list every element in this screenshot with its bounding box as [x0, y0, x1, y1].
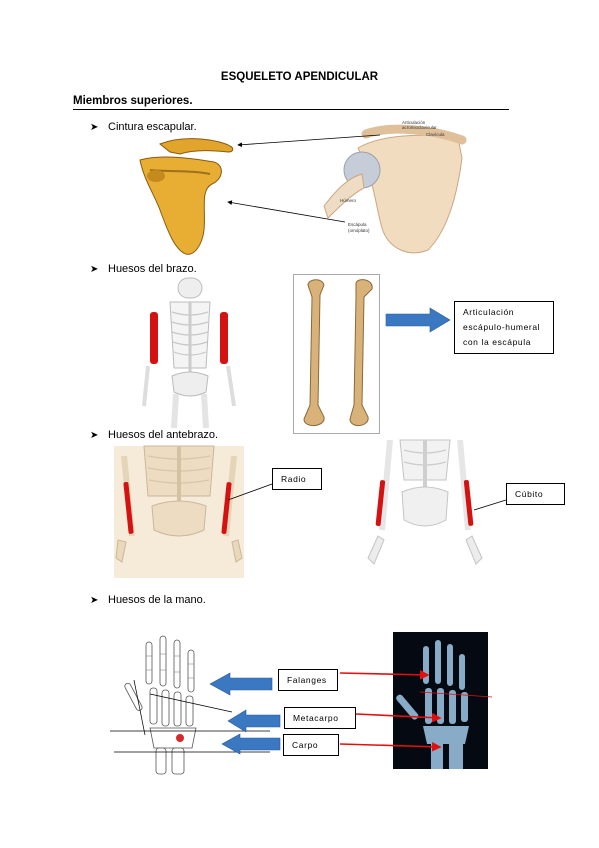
forearm-radius-image [114, 445, 244, 578]
section-heading: Miembros superiores. [73, 95, 193, 107]
label-escapula: Escápula [348, 222, 367, 227]
blue-arrow-metacarpo [227, 709, 281, 733]
carpal-bone-highlight [176, 734, 184, 742]
humerus-bones-image [303, 279, 373, 426]
callout-carpo: Carpo [283, 734, 339, 756]
bullet-cintura-escapular: ➤Cintura escapular. [90, 121, 197, 133]
humerus-right-highlight [220, 312, 228, 364]
forearm-ulna-image [367, 439, 483, 565]
arrow-bullet-icon: ➤ [90, 430, 99, 441]
callout-articulacion: Articulación escápulo-humeral con la esc… [454, 301, 554, 354]
shoulder-joint-diagram: Articulación acromioclavicular Clavícula… [323, 120, 467, 254]
blue-arrow-falanges [209, 672, 273, 696]
bullet-huesos-antebrazo: ➤Huesos del antebrazo. [90, 429, 219, 441]
label-acromioclavicular: Articulación [402, 120, 426, 125]
label-humero: Húmero [340, 198, 357, 203]
ulna-left-highlight [375, 480, 386, 526]
arrow-bullet-icon: ➤ [90, 122, 99, 133]
page-title: ESQUELETO APENDICULAR [220, 71, 379, 83]
callout-falanges: Falanges [278, 669, 338, 691]
svg-text:(omóplato): (omóplato) [348, 228, 370, 233]
arrow-bullet-icon: ➤ [90, 264, 99, 275]
callout-radio: Radio [272, 468, 322, 490]
bullet-huesos-mano: ➤Huesos de la mano. [90, 594, 206, 606]
blue-arrow-carpo [221, 733, 281, 755]
arrow-bullet-icon: ➤ [90, 595, 99, 606]
radius-left-highlight [123, 482, 134, 534]
heading-underline [73, 109, 509, 110]
humerus-left-highlight [150, 312, 158, 364]
humerus-photo-frame [293, 274, 380, 434]
callout-metacarpo: Metacarpo [284, 707, 356, 729]
skeleton-arm-image [142, 277, 236, 429]
ulna-right-highlight [463, 480, 474, 526]
scapula-image [139, 138, 234, 255]
radius-right-highlight [221, 482, 232, 534]
svg-text:acromioclavicular: acromioclavicular [402, 125, 437, 130]
bullet-huesos-brazo: ➤Huesos del brazo. [90, 263, 197, 275]
blue-arrow-arm [385, 307, 451, 333]
callout-cubito: Cúbito [506, 483, 565, 505]
label-clavicula: Clavícula [426, 132, 445, 137]
